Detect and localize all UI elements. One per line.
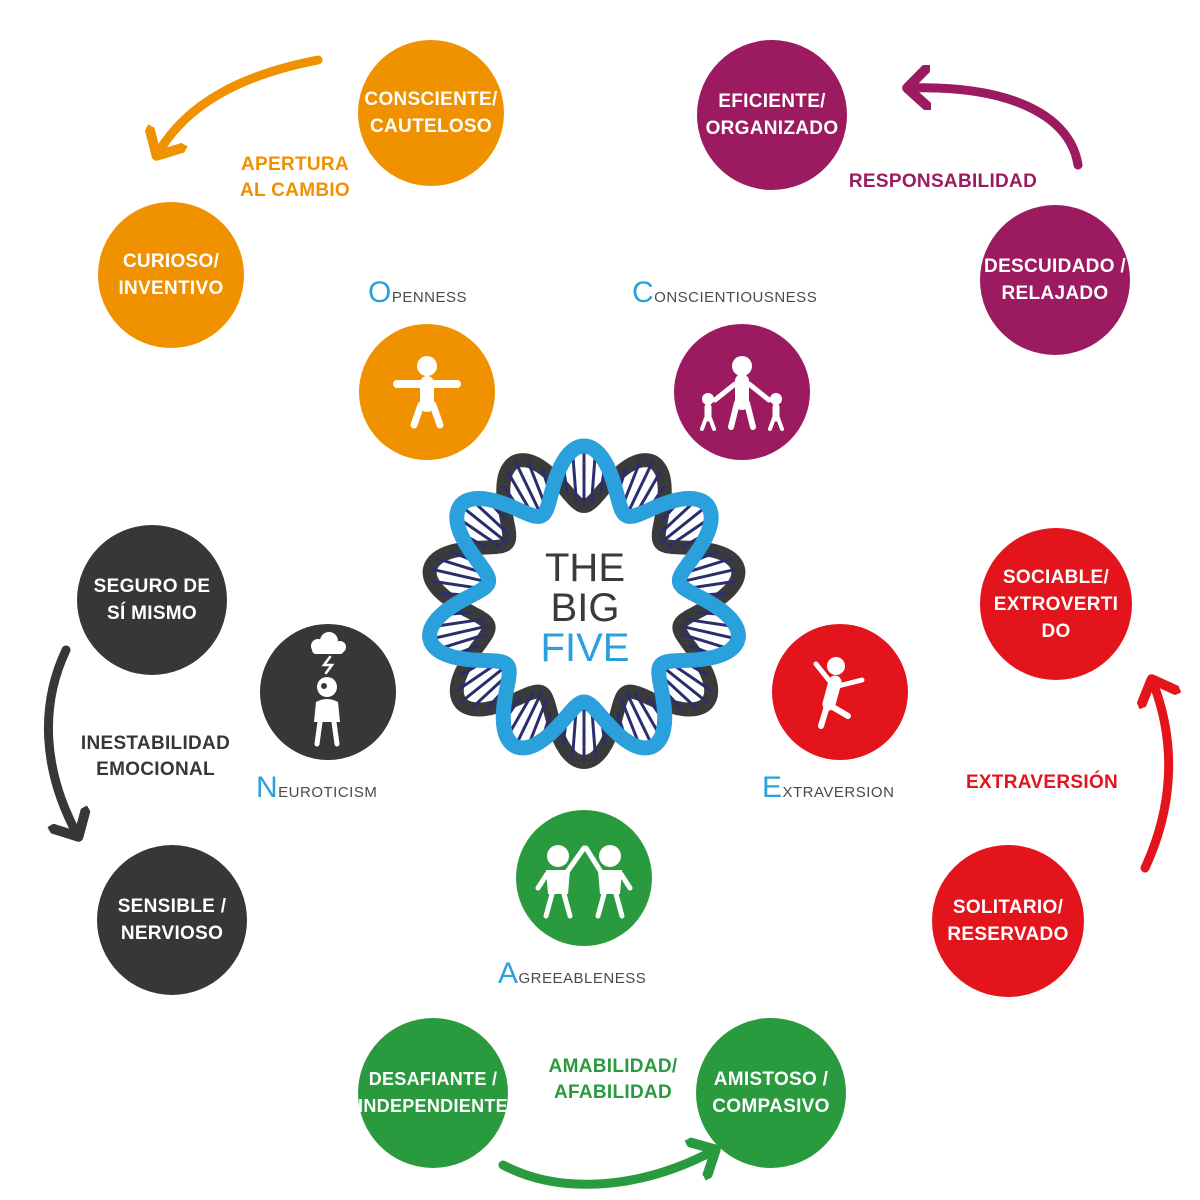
dna-rung bbox=[625, 691, 654, 748]
pole-sensible-nervioso: SENSIBLE / NERVIOSO bbox=[97, 845, 247, 995]
pole-descuidado-relajado: DESCUIDADO / RELAJADO bbox=[980, 205, 1130, 355]
parent-with-children-icon bbox=[700, 356, 784, 431]
extraversion-icon-group bbox=[772, 624, 908, 760]
trait-name-agreeableness: Agreeableness bbox=[498, 957, 647, 990]
dimension-label-inestabilidad: INESTABILIDAD EMOCIONAL bbox=[80, 733, 231, 780]
trait-name-neuroticism: Neuroticism bbox=[256, 771, 378, 804]
conscientiousness-icon-group bbox=[674, 324, 810, 460]
dna-rung bbox=[514, 691, 543, 748]
dna-rung bbox=[459, 663, 509, 704]
dimension-label-apertura: APERTURA AL CAMBIO bbox=[239, 154, 350, 201]
dna-rung bbox=[679, 567, 739, 584]
dna-rung bbox=[459, 504, 509, 545]
trait-name-extraversion: Extraversion bbox=[762, 771, 895, 804]
jumping-person-icon bbox=[813, 657, 865, 729]
worried-person-storm-cloud-icon bbox=[311, 632, 346, 747]
trait-name-openness: Openness bbox=[368, 276, 468, 309]
pole-seguro-de-si-mismo: SEGURO DE SÍ MISMO bbox=[77, 525, 227, 675]
dimension-label-responsabilidad: RESPONSABILIDAD bbox=[848, 171, 1038, 192]
agreeableness-icon-group bbox=[516, 810, 652, 946]
dna-rung bbox=[514, 460, 543, 517]
pole-curioso-inventivo: CURIOSO/ INVENTIVO bbox=[98, 202, 244, 348]
dimension-label-amabilidad: AMABILIDAD/ AFABILIDAD bbox=[548, 1056, 678, 1103]
center-title: THE BIG FIVE bbox=[520, 548, 650, 668]
center-title-line2: BIG bbox=[550, 586, 620, 630]
pole-consciente-cauteloso: CONSCIENTE/ CAUTELOSO bbox=[358, 40, 504, 186]
pole-sociable-extrovertido: SOCIABLE/ EXTROVERTI DO bbox=[980, 528, 1132, 680]
dimension-label-extraversion: EXTRAVERSIÓN bbox=[965, 772, 1119, 793]
openness-icon-group bbox=[359, 324, 495, 460]
dna-rung bbox=[659, 663, 709, 704]
dna-rung bbox=[679, 624, 739, 641]
center-title-line3: FIVE bbox=[540, 626, 630, 670]
neuroticism-icon-group bbox=[260, 624, 396, 760]
arrow-inestabilidad bbox=[44, 645, 78, 836]
dna-rung bbox=[659, 504, 709, 545]
dna-helix-ring bbox=[422, 438, 746, 769]
dna-rung bbox=[429, 567, 489, 584]
arrow-amabilidad bbox=[498, 1150, 715, 1189]
arrow-extraversion bbox=[1145, 680, 1169, 873]
pole-eficiente-organizado: EFICIENTE/ ORGANIZADO bbox=[697, 40, 847, 190]
pole-solitario-reservado: SOLITARIO/ RESERVADO bbox=[932, 845, 1084, 997]
pole-desafiante-independiente: DESAFIANTE / INDEPENDIENTE bbox=[358, 1018, 508, 1168]
trait-name-conscientiousness: Conscientiousness bbox=[632, 276, 818, 309]
dna-strand-front bbox=[422, 438, 746, 756]
dna-rung bbox=[625, 460, 654, 517]
arrow-responsabilidad bbox=[908, 88, 1083, 170]
arrow-apertura bbox=[157, 55, 323, 155]
person-arms-out-icon bbox=[393, 356, 461, 429]
two-people-high-five-icon bbox=[535, 845, 633, 919]
center-title-line1: THE bbox=[545, 546, 625, 590]
pole-amistoso-compasivo: AMISTOSO / COMPASIVO bbox=[696, 1018, 846, 1168]
dna-rung bbox=[429, 624, 489, 641]
